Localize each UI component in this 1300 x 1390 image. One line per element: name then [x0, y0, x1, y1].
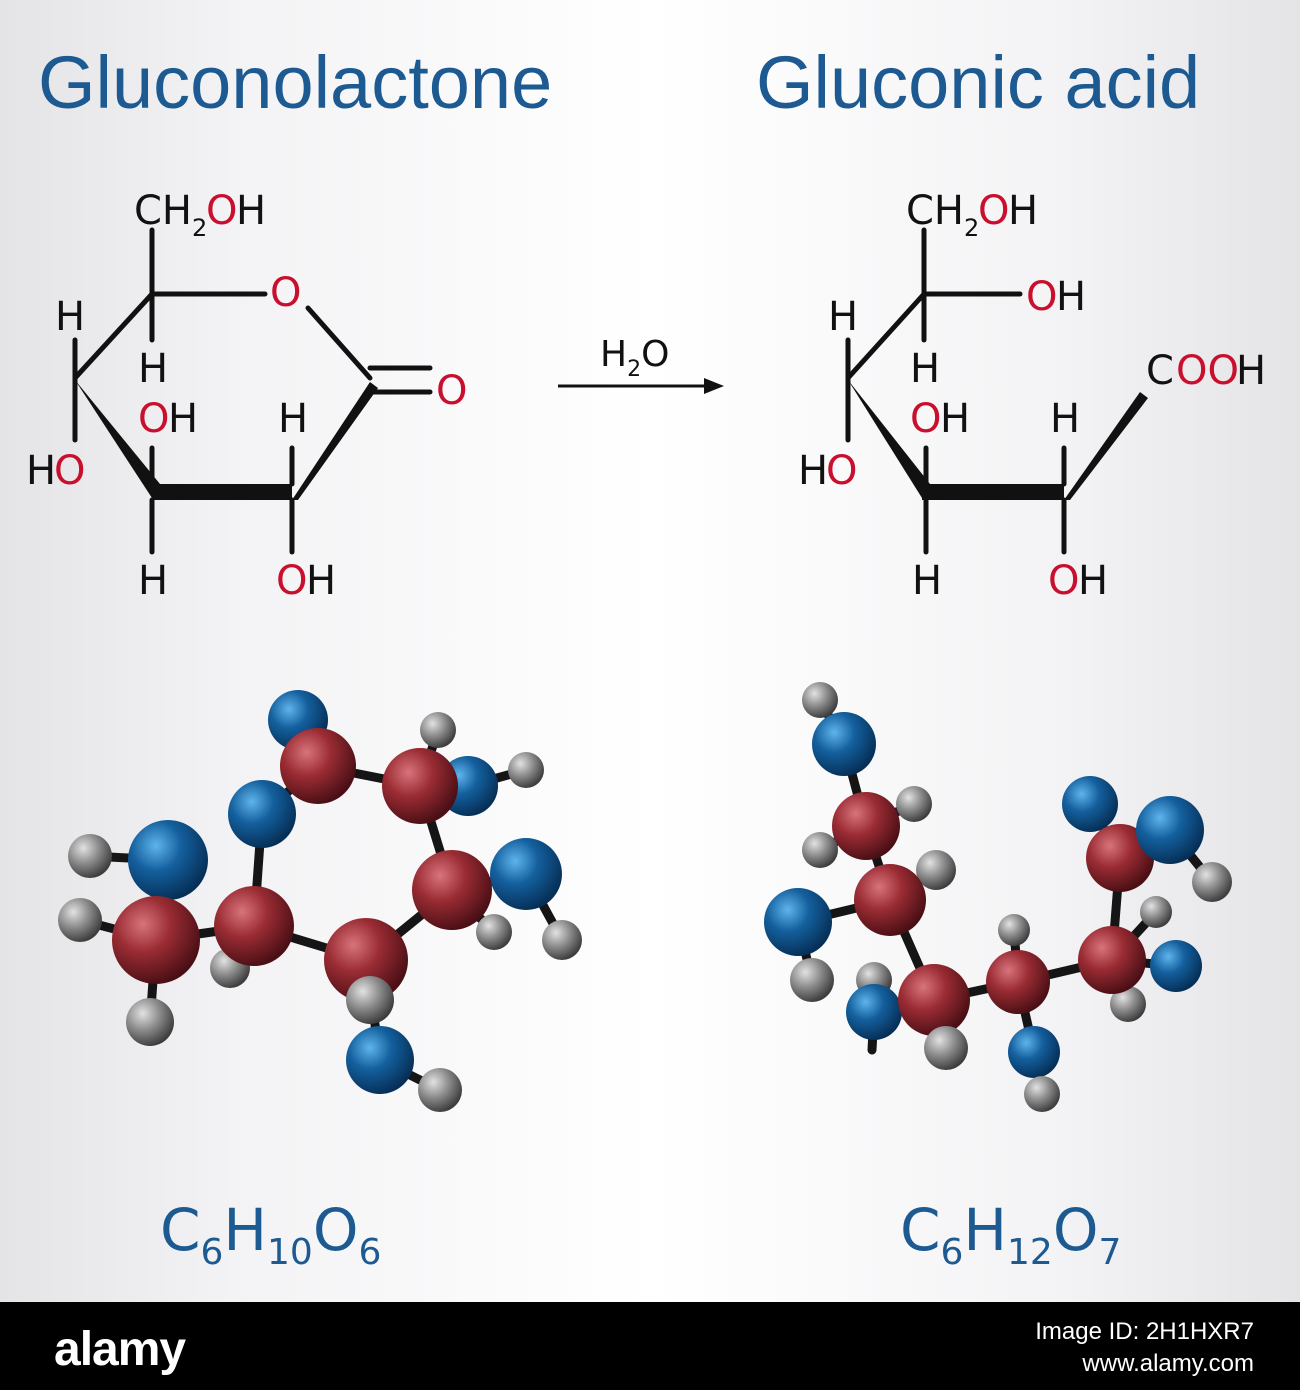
title-gluconic-acid: Gluconic acid: [756, 41, 1201, 124]
atom-carbon: [1086, 824, 1154, 892]
atom-carbon: [324, 918, 408, 1002]
atom-oxygen: [812, 712, 876, 776]
svg-text:O: O: [978, 188, 1009, 234]
reagent-label: H2O: [600, 334, 669, 382]
svg-text:C: C: [1146, 348, 1174, 394]
svg-text:O: O: [138, 396, 169, 442]
svg-text:OO: OO: [1176, 348, 1239, 394]
svg-text:O: O: [54, 448, 85, 494]
atom-carbon: [112, 896, 200, 984]
svg-text:CH: CH: [906, 188, 964, 234]
atom-oxygen: [1136, 796, 1204, 864]
svg-text:O: O: [270, 270, 301, 316]
svg-text:H: H: [940, 396, 970, 442]
svg-text:H: H: [1056, 274, 1086, 320]
svg-text:H: H: [1078, 558, 1108, 604]
footer-brand-logo: alamy: [54, 1323, 186, 1376]
atom-carbon: [1078, 926, 1146, 994]
atom-hydrogen: [508, 752, 544, 788]
gluconolactone-3d-model: [58, 690, 582, 1112]
atom-oxygen: [846, 984, 902, 1040]
atom-hydrogen: [802, 832, 838, 868]
svg-text:H: H: [798, 448, 828, 494]
svg-text:H: H: [306, 558, 336, 604]
svg-text:H: H: [236, 188, 266, 234]
svg-text:2: 2: [964, 214, 979, 242]
atom-oxygen: [1150, 940, 1202, 992]
atom-oxygen: [1062, 776, 1118, 832]
atom-hydrogen: [1192, 862, 1232, 902]
atom-hydrogen: [1110, 986, 1146, 1022]
svg-text:H: H: [1008, 188, 1038, 234]
atom-carbon: [382, 748, 458, 824]
footer-info: Image ID: 2H1HXR7 www.alamy.com: [1035, 1318, 1254, 1378]
gluconic-acid-structure: [845, 227, 1148, 555]
atom-oxygen: [764, 888, 832, 956]
atom-carbon: [854, 864, 926, 936]
atom-hydrogen: [1024, 1076, 1060, 1112]
svg-text:H: H: [828, 294, 858, 340]
atom-oxygen: [1008, 1026, 1060, 1078]
atom-hydrogen: [476, 914, 512, 950]
svg-text:H: H: [55, 294, 85, 340]
atom-hydrogen: [924, 1026, 968, 1070]
atom-oxygen: [128, 820, 208, 900]
svg-text:H: H: [910, 346, 940, 392]
atom-hydrogen: [802, 682, 838, 718]
atom-hydrogen: [420, 712, 456, 748]
svg-text:O: O: [910, 396, 941, 442]
atom-hydrogen: [998, 914, 1030, 946]
svg-text:H: H: [168, 396, 198, 442]
svg-text:O: O: [276, 558, 307, 604]
atom-carbon: [412, 850, 492, 930]
svg-text:O: O: [1048, 558, 1079, 604]
svg-text:H: H: [1236, 348, 1266, 394]
formula-gluconic-acid: C6H12O7: [900, 1196, 1122, 1273]
atom-carbon: [832, 792, 900, 860]
atom-oxygen: [346, 1026, 414, 1094]
atom-carbon: [280, 728, 356, 804]
footer-image-id: Image ID: 2H1HXR7: [1035, 1318, 1254, 1345]
footer-bar: alamy Image ID: 2H1HXR7 www.alamy.com: [0, 1302, 1300, 1390]
reaction-arrow: [558, 378, 724, 394]
svg-text:O: O: [1026, 274, 1057, 320]
svg-text:H: H: [138, 558, 168, 604]
atom-hydrogen: [418, 1068, 462, 1112]
title-gluconolactone: Gluconolactone: [38, 41, 553, 124]
formula-gluconolactone: C6H10O6: [160, 1196, 382, 1273]
atom-oxygen: [228, 780, 296, 848]
atom-hydrogen: [126, 998, 174, 1046]
svg-text:O: O: [436, 368, 467, 414]
svg-text:O: O: [826, 448, 857, 494]
footer-url: www.alamy.com: [1082, 1350, 1254, 1377]
atom-hydrogen: [916, 850, 956, 890]
svg-text:H: H: [1050, 396, 1080, 442]
atom-hydrogen: [58, 898, 102, 942]
svg-text:CH: CH: [134, 188, 192, 234]
atom-carbon: [898, 964, 970, 1036]
atom-hydrogen: [896, 786, 932, 822]
svg-text:H: H: [138, 346, 168, 392]
svg-text:2: 2: [192, 214, 207, 242]
atom-hydrogen: [346, 976, 394, 1024]
atom-oxygen: [490, 838, 562, 910]
svg-text:O: O: [206, 188, 237, 234]
svg-text:H: H: [278, 396, 308, 442]
svg-text:H: H: [26, 448, 56, 494]
atom-hydrogen: [1140, 896, 1172, 928]
atom-carbon: [986, 950, 1050, 1014]
gluconolactone-structure: [72, 227, 433, 555]
gluconic-acid-3d-model: [764, 682, 1232, 1112]
atom-hydrogen: [68, 834, 112, 878]
atom-hydrogen: [790, 958, 834, 1002]
atom-hydrogen: [542, 920, 582, 960]
atom-carbon: [214, 886, 294, 966]
svg-text:H: H: [912, 558, 942, 604]
